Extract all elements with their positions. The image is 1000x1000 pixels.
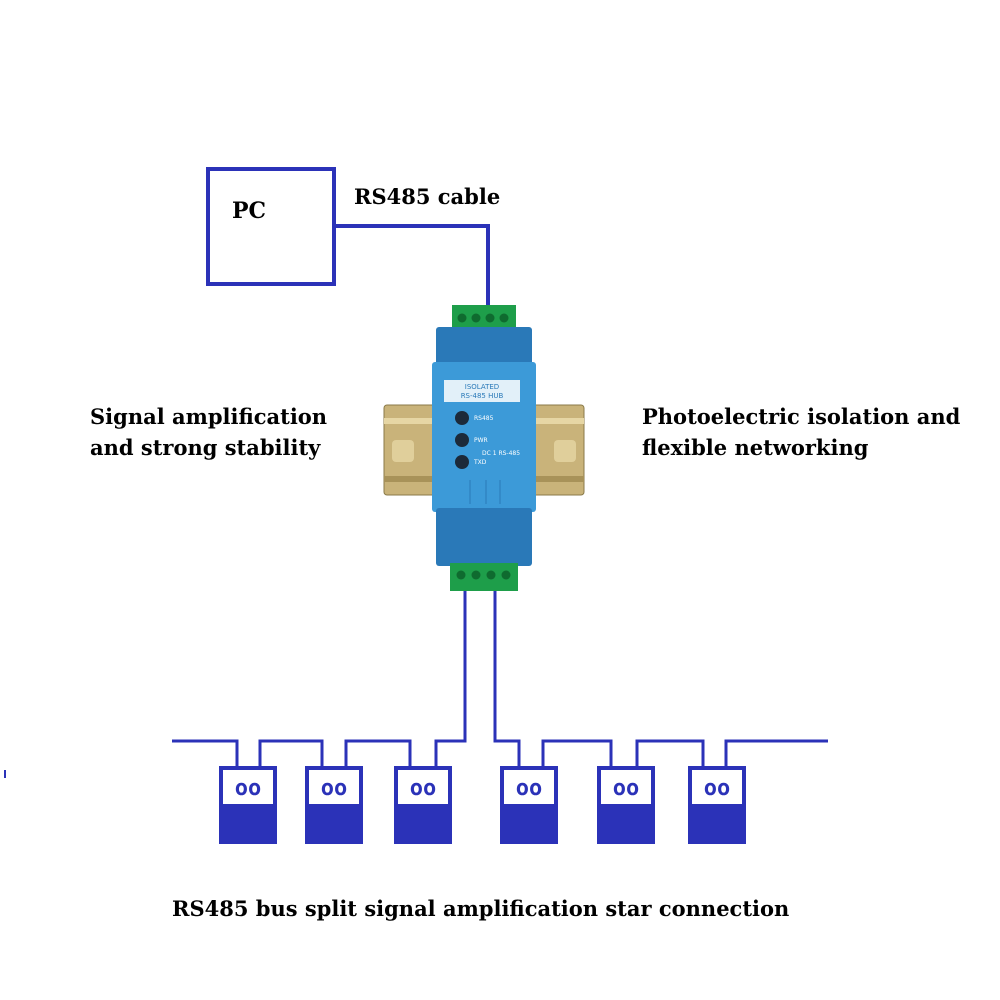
led-3-icon: [455, 455, 469, 469]
led-2-icon: [455, 433, 469, 447]
bus-device-6: oo: [688, 766, 746, 844]
bus-device-1: oo: [219, 766, 277, 844]
bus-device-4: oo: [500, 766, 558, 844]
bottom-caption: RS485 bus split signal amplification sta…: [172, 896, 790, 921]
bus-device-2: oo: [305, 766, 363, 844]
device-window: [223, 770, 273, 804]
led-1-icon: [455, 411, 469, 425]
rs485-cable-line: [334, 224, 490, 305]
hub-label-plate: [444, 380, 520, 402]
left-caption-line1: Signal amplification: [90, 404, 328, 429]
device-window: [601, 770, 651, 804]
left-caption: Signal amplification and strong stabilit…: [90, 401, 327, 463]
top-terminal-block: [452, 305, 516, 329]
device-terminals-glyph: oo: [613, 776, 640, 801]
rs485-hub-module: ISOLATED RS-485 HUB RS485 PWR TXD DC 1 R…: [432, 327, 536, 566]
device-window: [504, 770, 554, 804]
device-window: [309, 770, 359, 804]
right-caption-line2: flexible networking: [642, 435, 869, 460]
right-caption-line1: Photoelectric isolation and: [642, 404, 961, 429]
device-window: [692, 770, 742, 804]
led-3-label: TXD: [473, 459, 487, 466]
device-window: [398, 770, 448, 804]
hub-panel-text-line1: ISOLATED: [465, 383, 499, 391]
led-1-label: RS485: [474, 415, 494, 422]
left-bus-wiring: [172, 591, 467, 768]
bottom-terminal-block: [450, 563, 518, 591]
pc-box: [206, 167, 336, 286]
left-caption-line2: and strong stability: [90, 435, 321, 460]
right-bus-wiring: [493, 591, 828, 768]
device-terminals-glyph: oo: [410, 776, 437, 801]
rs485-devices: oo oo oo oo oo oo: [219, 766, 746, 844]
hub-side-label: DC 1 RS-485: [482, 450, 520, 457]
bus-device-3: oo: [394, 766, 452, 844]
bus-device-5: oo: [597, 766, 655, 844]
device-terminals-glyph: oo: [516, 776, 543, 801]
cable-label: RS485 cable: [354, 184, 501, 209]
led-2-label: PWR: [474, 437, 488, 444]
right-caption: Photoelectric isolation and flexible net…: [642, 401, 960, 463]
device-terminals-glyph: oo: [704, 776, 731, 801]
pc-label: PC: [232, 198, 267, 224]
device-terminals-glyph: oo: [235, 776, 262, 801]
device-terminals-glyph: oo: [321, 776, 348, 801]
hub-panel-text-line2: RS-485 HUB: [461, 392, 504, 400]
